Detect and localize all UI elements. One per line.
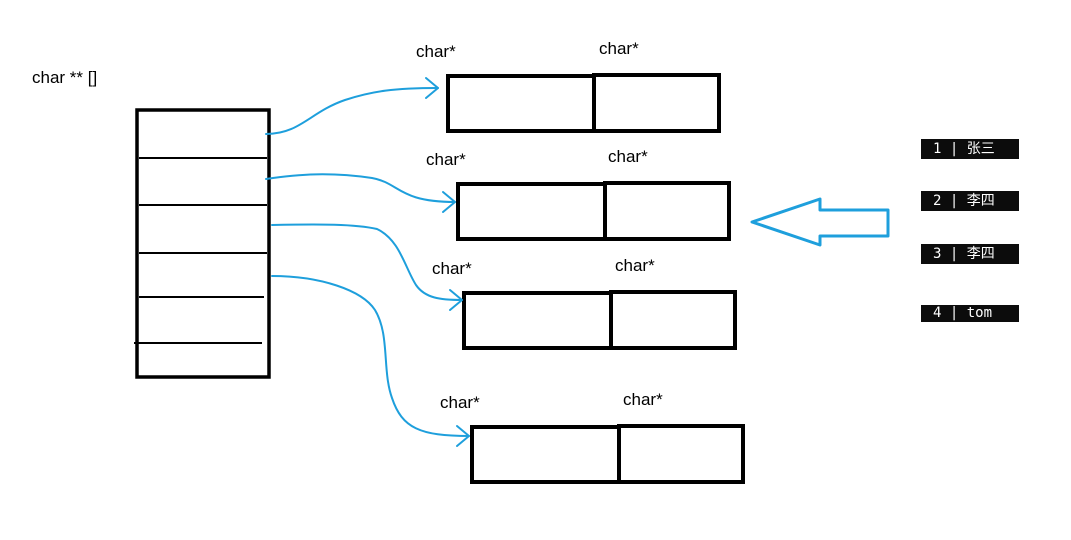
row-name: 张三	[966, 141, 995, 157]
string-pair-1: char* char*	[416, 39, 721, 133]
char-ptr-label: char*	[623, 390, 663, 409]
row-name: 李四	[966, 246, 995, 262]
row-id: 4	[933, 305, 942, 321]
row-name: tom	[966, 305, 993, 321]
string-cell	[617, 424, 745, 484]
string-pair-4: char* char*	[440, 390, 745, 484]
pointer-array-box	[135, 108, 271, 379]
char-ptr-label: char*	[416, 42, 456, 61]
char-ptr-label: char*	[440, 393, 480, 412]
console-row-4: 4 | tom	[921, 305, 1019, 322]
char-ptr-label: char*	[432, 259, 472, 278]
string-cell	[462, 291, 613, 350]
row-id: 1	[933, 141, 942, 157]
big-left-arrow-icon	[750, 197, 890, 247]
pointer-arrow-4	[271, 275, 470, 437]
char-ptr-label: char*	[599, 39, 639, 58]
string-cell	[592, 73, 721, 133]
string-cell	[609, 290, 737, 350]
arrow-head-icon	[425, 77, 439, 99]
arrow-head-icon	[449, 289, 463, 311]
arrow-head-icon	[456, 425, 470, 447]
array-label: char ** []	[32, 68, 97, 87]
string-cell	[456, 182, 607, 241]
row-id: 3	[933, 246, 942, 262]
string-cell	[603, 181, 731, 241]
console-row-3: 3 | 李四	[921, 244, 1019, 264]
string-pair-3: char* char*	[432, 256, 737, 350]
pointer-arrow-2	[265, 173, 456, 203]
console-row-1: 1 | 张三	[921, 139, 1019, 159]
string-pair-2: char* char*	[426, 147, 731, 241]
arrow-head-icon	[442, 191, 456, 213]
char-ptr-label: char*	[615, 256, 655, 275]
pointer-arrow-3	[271, 223, 463, 301]
string-cell	[470, 425, 621, 484]
char-ptr-label: char*	[608, 147, 648, 166]
row-name: 李四	[966, 193, 995, 209]
pointer-arrow-1	[265, 87, 439, 135]
string-cell	[446, 74, 596, 133]
char-ptr-label: char*	[426, 150, 466, 169]
row-id: 2	[933, 193, 942, 209]
console-row-2: 2 | 李四	[921, 191, 1019, 211]
